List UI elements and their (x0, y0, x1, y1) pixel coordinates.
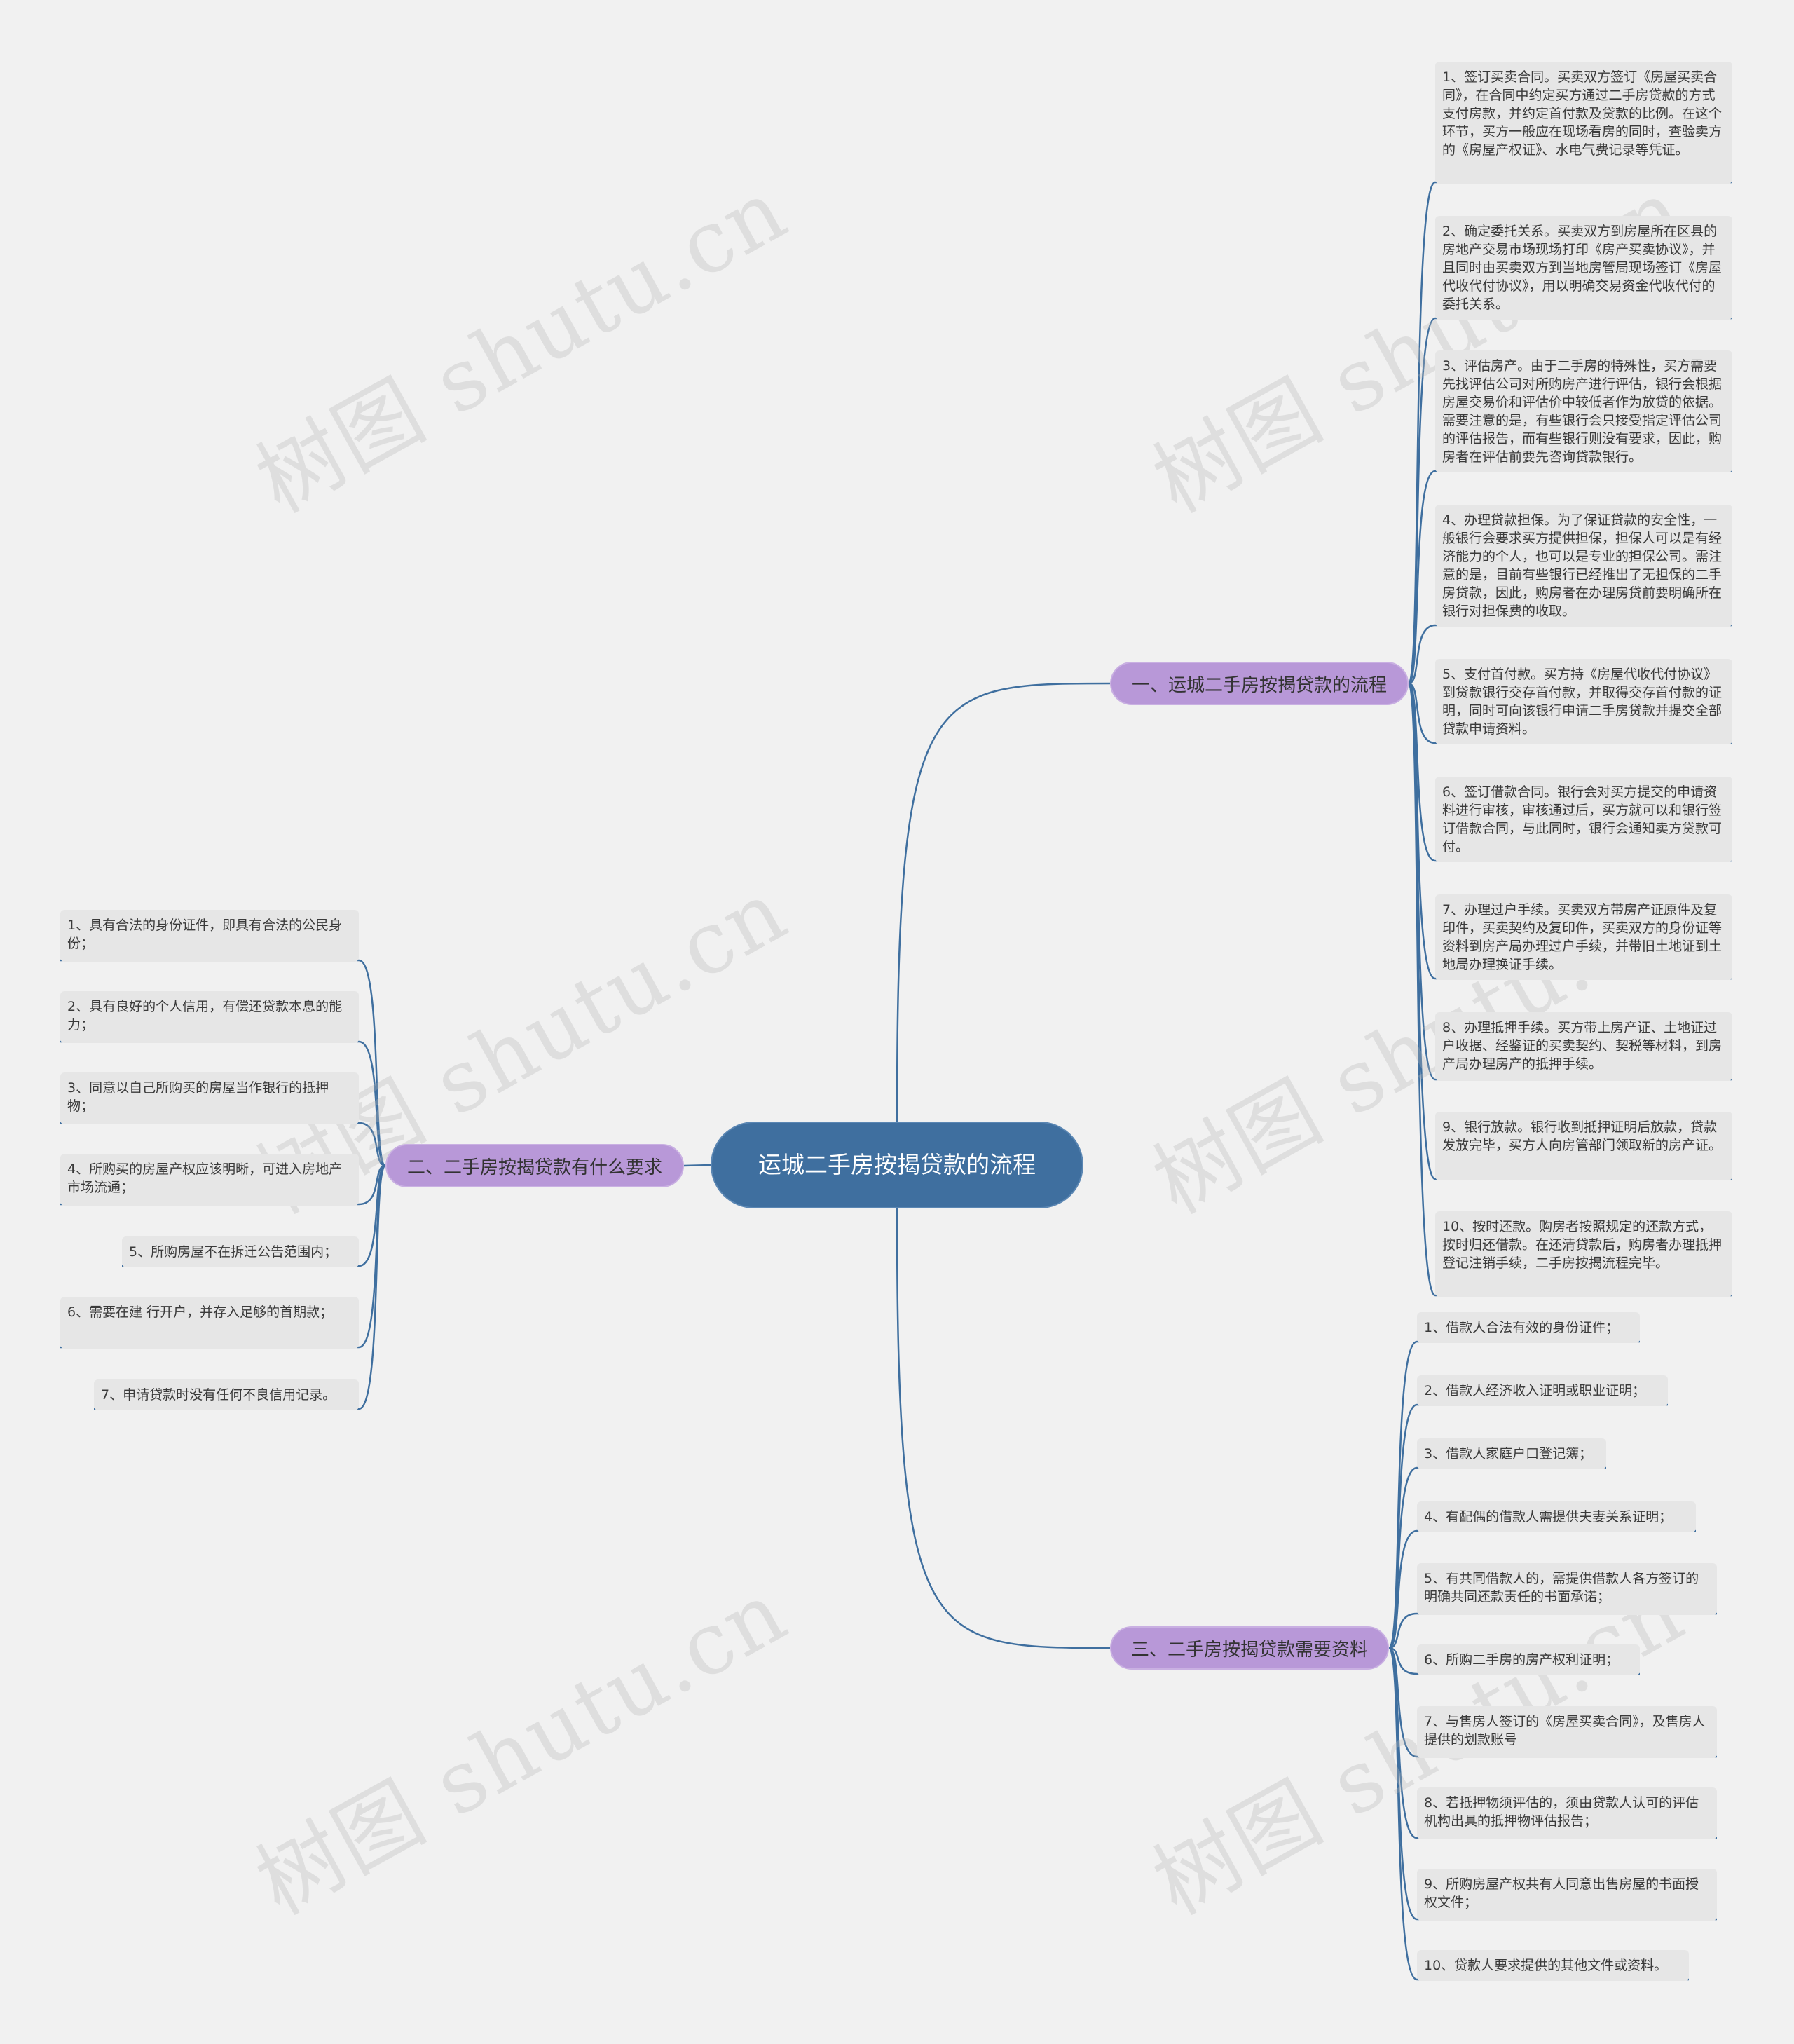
branch-requirements[interactable]: 二、二手房按揭贷款有什么要求 (385, 1144, 684, 1187)
leaf-node[interactable]: 2、确定委托关系。买卖双方到房屋所在区县的房地产交易市场现场打印《房产买卖协议》… (1435, 216, 1732, 320)
branch-leaf-link (1388, 1647, 1418, 1675)
leaf-node[interactable]: 10、贷款人要求提供的其他文件或资料。 (1417, 1950, 1689, 1981)
leaf-node[interactable]: 4、所购买的房屋产权应该明晰，可进入房地产市场流通； (60, 1154, 359, 1206)
leaf-node[interactable]: 3、同意以自己所购买的房屋当作银行的抵押物； (60, 1072, 359, 1124)
leaf-node[interactable]: 6、签订借款合同。银行会对买方提交的申请资料进行审核，审核通过后，买方就可以和银… (1435, 777, 1732, 862)
leaf-node[interactable]: 2、借款人经济收入证明或职业证明； (1417, 1375, 1668, 1406)
branch-leaf-link (358, 1164, 386, 1206)
leaf-node[interactable]: 1、借款人合法有效的身份证件； (1417, 1312, 1640, 1343)
leaf-node[interactable]: 10、按时还款。购房者按照规定的还款方式，按时归还借款。在还清贷款后，购房者办理… (1435, 1211, 1732, 1297)
branch-label: 三、二手房按揭贷款需要资料 (1130, 1639, 1368, 1661)
branch-leaf-link (1407, 181, 1437, 685)
leaf-node[interactable]: 7、与售房人签订的《房屋买卖合同》，及售房人提供的划款账号 (1417, 1706, 1717, 1758)
branch-label: 二、二手房按揭贷款有什么要求 (406, 1157, 662, 1178)
branch-leaf-link (1407, 317, 1436, 685)
leaf-node[interactable]: 3、借款人家庭户口登记簿； (1417, 1438, 1606, 1469)
leaf-node[interactable]: 5、有共同借款人的，需提供借款人各方签订的明确共同还款责任的书面承诺； (1417, 1563, 1717, 1615)
root-branch-link (896, 1208, 1111, 1649)
branch-leaf-link (358, 1122, 386, 1167)
leaf-node[interactable]: 4、有配偶的借款人需提供夫妻关系证明； (1417, 1501, 1696, 1532)
branch-leaf-link (1388, 1529, 1418, 1649)
branch-leaf-link (1408, 624, 1436, 685)
branch-leaf-link (1407, 682, 1437, 1297)
leaf-node[interactable]: 9、所购房屋产权共有人同意出售房屋的书面授权文件； (1417, 1869, 1717, 1921)
branch-process[interactable]: 一、运城二手房按揭贷款的流程 (1110, 662, 1409, 705)
leaf-node[interactable]: 3、评估房产。由于二手房的特殊性，买方需要先找评估公司对所购房产进行评估，银行会… (1435, 350, 1732, 472)
leaf-node[interactable]: 9、银行放款。银行收到抵押证明后放款，贷款发放完毕，买方人向房管部门领取新的房产… (1435, 1112, 1732, 1180)
root-title: 运城二手房按揭贷款的流程 (758, 1151, 1036, 1178)
root-node[interactable]: 运城二手房按揭贷款的流程 (711, 1122, 1083, 1208)
branch-leaf-link (358, 1040, 386, 1167)
branch-label: 一、运城二手房按揭贷款的流程 (1131, 674, 1387, 696)
leaf-node[interactable]: 7、办理过户手续。买卖双方带房产证原件及复印件，买卖契约及复印件，买卖双方的身份… (1435, 894, 1732, 980)
leaf-node[interactable]: 6、需要在建 行开户，并存入足够的首期款； (60, 1297, 359, 1349)
branch-leaf-link (358, 1164, 387, 1349)
branch-leaf-link (1407, 470, 1436, 685)
branch-leaf-link (358, 1164, 387, 1410)
leaf-node[interactable]: 6、所购二手房的房产权利证明； (1417, 1644, 1640, 1675)
leaf-node[interactable]: 5、支付首付款。买方持《房屋代收代付协议》到贷款银行交存首付款，并取得交存首付款… (1435, 659, 1732, 744)
branch-leaf-link (1388, 1340, 1418, 1649)
branch-leaf-link (1388, 1647, 1418, 1758)
root-branch-link (896, 682, 1111, 1122)
branch-leaf-link (358, 1164, 386, 1267)
branch-leaf-link (1388, 1647, 1418, 1839)
leaf-node[interactable]: 1、具有合法的身份证件，即具有合法的公民身份； (60, 910, 359, 962)
leaf-node[interactable]: 1、签订买卖合同。买卖双方签订《房屋买卖合同》，在合同中约定买方通过二手房贷款的… (1435, 62, 1732, 184)
branch-leaf-link (1388, 1403, 1418, 1649)
leaf-node[interactable]: 7、申请贷款时没有任何不良信用记录。 (94, 1379, 359, 1410)
leaf-node[interactable]: 2、具有良好的个人信用，有偿还贷款本息的能力； (60, 991, 359, 1043)
leaf-node[interactable]: 5、所购房屋不在拆迁公告范围内； (122, 1236, 359, 1267)
branch-leaf-link (1408, 682, 1436, 744)
leaf-node[interactable]: 8、若抵押物须评估的，须由贷款人认可的评估机构出具的抵押物评估报告； (1417, 1787, 1717, 1839)
branch-leaf-link (1388, 1612, 1418, 1649)
branch-leaf-link (1388, 1647, 1418, 1981)
branch-leaf-link (358, 959, 387, 1167)
branch-leaf-link (1388, 1647, 1418, 1921)
leaf-node[interactable]: 4、办理贷款担保。为了保证贷款的安全性，一般银行会要求买方提供担保，担保人可以是… (1435, 505, 1732, 627)
leaf-node[interactable]: 8、办理抵押手续。买方带上房产证、土地证过户收据、经鉴证的买卖契约、契税等材料，… (1435, 1012, 1732, 1081)
root-branch-link (683, 1164, 711, 1167)
branch-documents[interactable]: 三、二手房按揭贷款需要资料 (1110, 1626, 1389, 1670)
